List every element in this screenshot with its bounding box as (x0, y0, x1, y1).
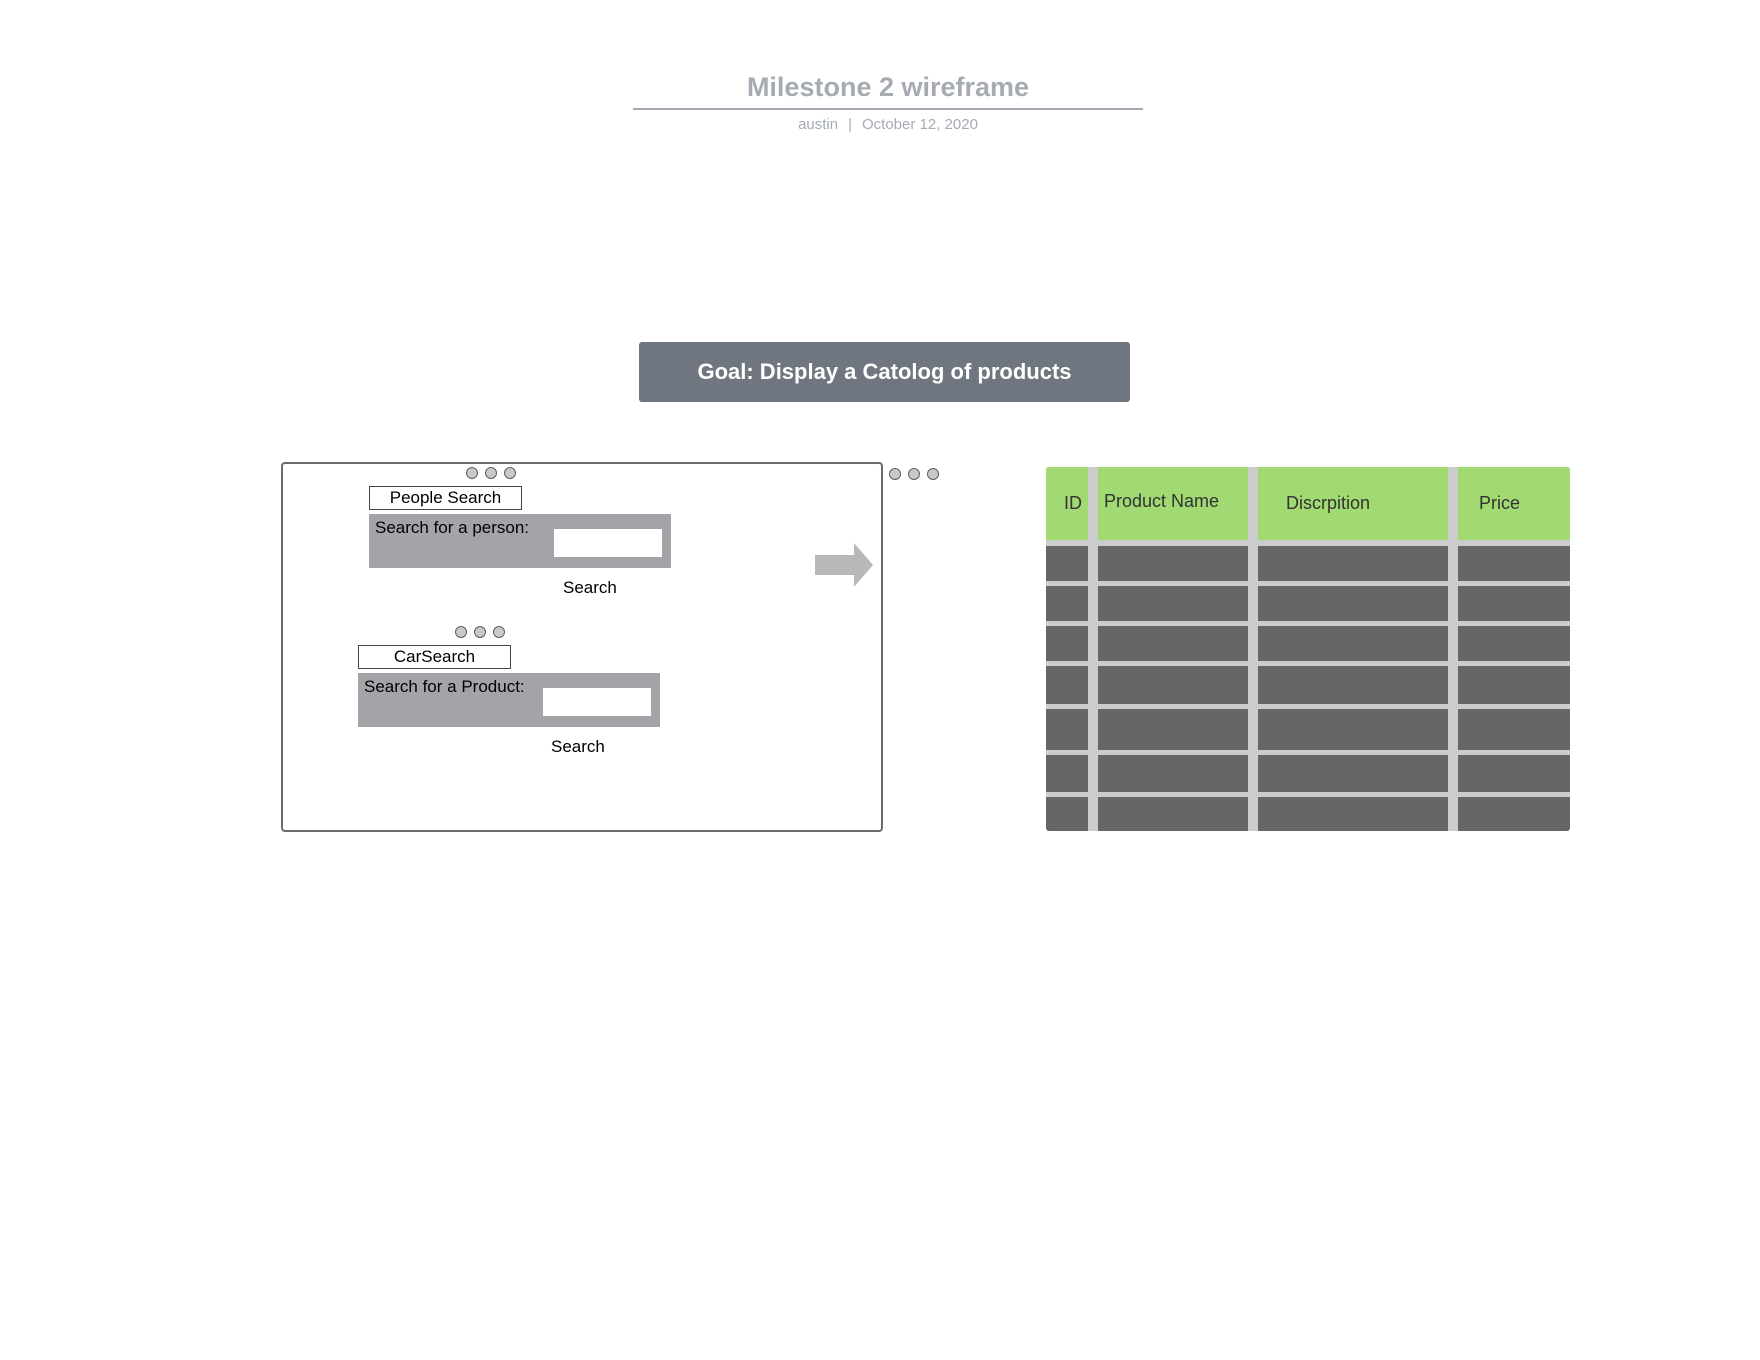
car-search-prompt: Search for a Product: (364, 677, 525, 696)
column-divider (1448, 467, 1458, 831)
car-search-button[interactable]: Search (551, 737, 605, 756)
product-table: ID Product Name Discrpition Price (1046, 467, 1570, 831)
people-section-dots-icon[interactable] (466, 467, 516, 479)
table-header (1046, 467, 1570, 540)
goal-banner: Goal: Display a Catolog of products (639, 342, 1130, 402)
column-divider (1088, 467, 1098, 831)
dot-icon (908, 468, 920, 480)
author-label: austin (798, 116, 839, 133)
meta-separator: | (848, 116, 852, 133)
dot-icon (485, 467, 497, 479)
date-label: October 12, 2020 (862, 116, 978, 133)
search-window: People Search Search for a person: Searc… (281, 462, 883, 832)
arrow-right-icon (815, 543, 873, 587)
row-divider (1046, 704, 1570, 709)
dot-icon (504, 467, 516, 479)
document-meta: austin | October 12, 2020 (633, 116, 1143, 133)
people-search-prompt: Search for a person: (375, 518, 530, 537)
car-search-input[interactable] (543, 688, 651, 716)
row-divider (1046, 661, 1570, 666)
row-divider (1046, 621, 1570, 626)
dot-icon (889, 468, 901, 480)
row-divider (1046, 540, 1570, 546)
column-header-id: ID (1064, 493, 1082, 513)
dot-icon (474, 626, 486, 638)
goal-text: Goal: Display a Catolog of products (697, 359, 1072, 384)
car-search-panel: Search for a Product: (358, 673, 660, 727)
people-search-panel: Search for a person: (369, 514, 671, 568)
column-header-description: Discrpition (1286, 493, 1371, 513)
car-section-dots-icon[interactable] (455, 626, 505, 638)
people-search-button[interactable]: Search (563, 578, 617, 597)
row-divider (1046, 792, 1570, 797)
row-divider (1046, 750, 1570, 755)
people-search-input[interactable] (554, 529, 662, 557)
document-title: Milestone 2 wireframe (746, 72, 1030, 102)
dot-icon (455, 626, 467, 638)
dot-icon (466, 467, 478, 479)
row-divider (1046, 581, 1570, 586)
dot-icon (927, 468, 939, 480)
dot-icon (493, 626, 505, 638)
column-header-product-name: Product Name (1104, 491, 1220, 511)
people-search-label: People Search (369, 486, 522, 510)
window-dots-icon[interactable] (889, 468, 939, 480)
car-search-label: CarSearch (358, 645, 511, 669)
column-divider (1248, 467, 1258, 831)
title-underline (633, 108, 1143, 110)
column-header-price: Price (1479, 493, 1521, 513)
